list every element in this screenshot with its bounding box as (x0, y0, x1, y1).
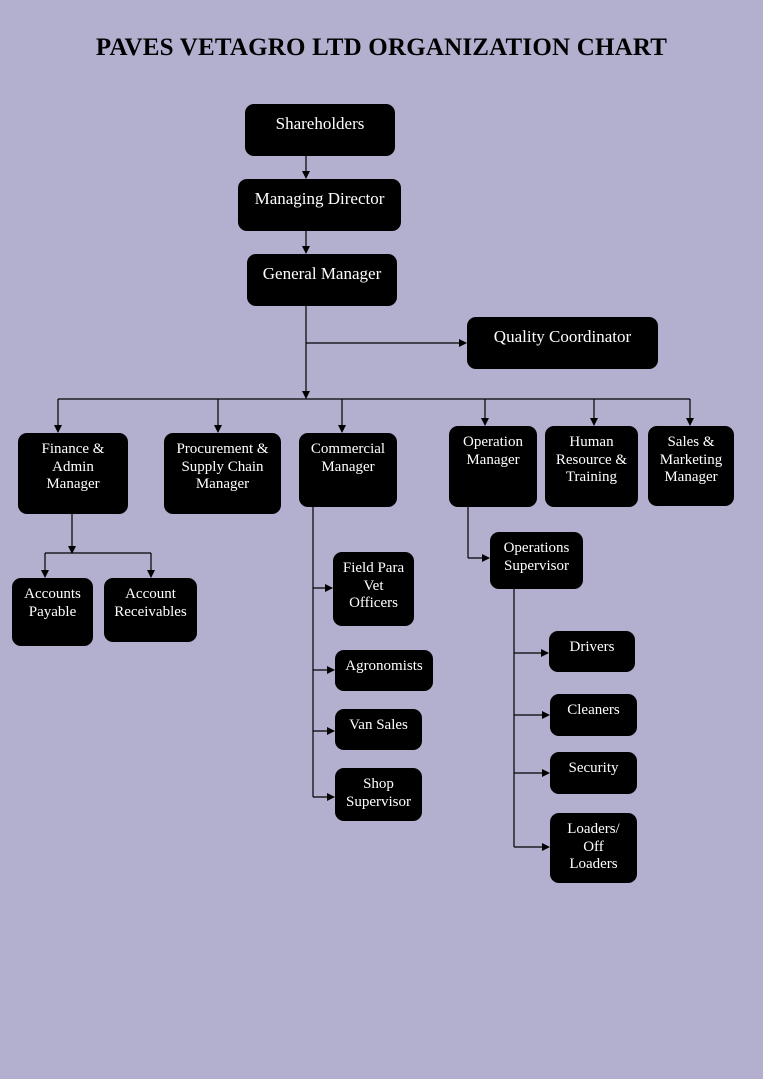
node-operation-manager: Operation Manager (449, 426, 537, 507)
node-quality-coordinator: Quality Coordinator (467, 317, 658, 369)
node-agronomists: Agronomists (335, 650, 433, 691)
node-general-manager: General Manager (247, 254, 397, 306)
node-commercial-manager: Commercial Manager (299, 433, 397, 507)
node-managing-director: Managing Director (238, 179, 401, 231)
node-human-resource: Human Resource & Training (545, 426, 638, 507)
node-loaders-off-loaders: Loaders/ Off Loaders (550, 813, 637, 883)
node-accounts-payable: Accounts Payable (12, 578, 93, 646)
node-procurement-manager: Procurement & Supply Chain Manager (164, 433, 281, 514)
chart-title: PAVES VETAGRO LTD ORGANIZATION CHART (95, 34, 668, 61)
node-sales-marketing-manager: Sales & Marketing Manager (648, 426, 734, 506)
node-drivers: Drivers (549, 631, 635, 672)
node-shop-supervisor: Shop Supervisor (335, 768, 422, 821)
node-shareholders: Shareholders (245, 104, 395, 156)
node-account-receivables: Account Receivables (104, 578, 197, 642)
node-operations-supervisor: Operations Supervisor (490, 532, 583, 589)
node-security: Security (550, 752, 637, 794)
node-field-para-vet-officers: Field Para Vet Officers (333, 552, 414, 626)
node-cleaners: Cleaners (550, 694, 637, 736)
node-finance-admin-manager: Finance & Admin Manager (18, 433, 128, 514)
node-van-sales: Van Sales (335, 709, 422, 750)
